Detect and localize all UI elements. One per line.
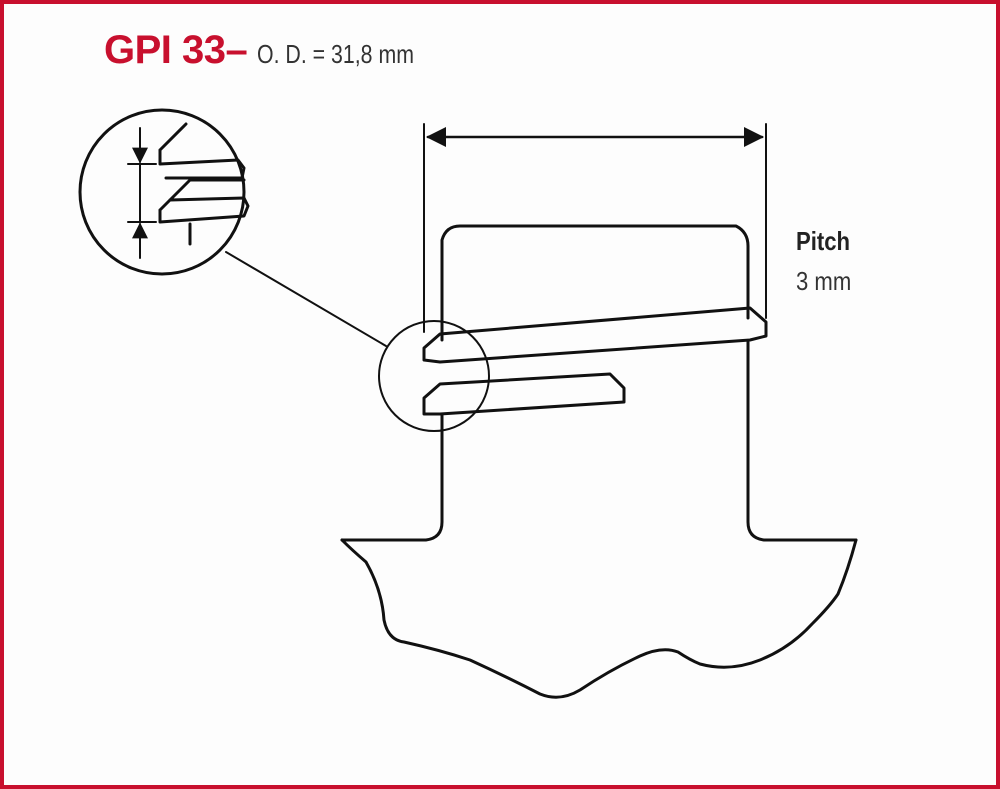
pitch-label: Pitch [796, 226, 851, 256]
detail-thread-lower [160, 180, 248, 222]
detail-inset [80, 110, 248, 274]
neck-outline-left [342, 414, 442, 540]
pitch-value: 3 mm [796, 266, 852, 296]
product-code-title: GPI 33– [104, 28, 248, 72]
detail-marker-circle [379, 321, 489, 431]
thread-crest-upper [424, 308, 766, 362]
container-body [342, 540, 856, 697]
neck-outline [442, 226, 856, 540]
detail-inset-circle [80, 110, 244, 274]
outer-diameter-label: O. D. = 31,8 mm [257, 39, 415, 69]
thread-crest-lower [424, 374, 624, 414]
header: GPI 33– O. D. = 31,8 mm [104, 28, 449, 73]
detail-leader-line [226, 252, 386, 346]
outer-diameter-dimension [424, 124, 766, 332]
detail-thread-upper [160, 124, 244, 178]
